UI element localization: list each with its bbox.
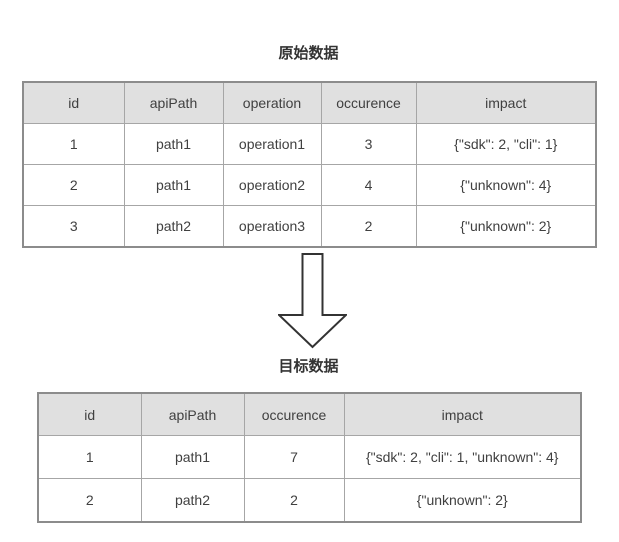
table-cell: operation2 — [222, 164, 322, 206]
table-cell: {"sdk": 2, "cli": 1} — [415, 123, 597, 165]
table-row: 1 path1 operation1 3 {"sdk": 2, "cli": 1… — [22, 123, 597, 165]
table-cell: 2 — [320, 205, 417, 248]
table-cell: operation1 — [222, 123, 322, 165]
table-cell: 2 — [243, 478, 345, 523]
table-cell: path1 — [123, 123, 224, 165]
table-cell: 2 — [22, 164, 125, 206]
table-cell: 1 — [22, 123, 125, 165]
target-header-id: id — [37, 392, 142, 436]
table-cell: path2 — [140, 478, 245, 523]
down-arrow-icon — [276, 253, 349, 349]
source-header-row: id apiPath operation occurence impact — [22, 81, 597, 124]
table-cell: 3 — [320, 123, 417, 165]
source-table-title: 原始数据 — [278, 45, 339, 62]
table-cell: {"unknown": 2} — [343, 478, 582, 523]
target-header-impact: impact — [343, 392, 582, 436]
table-cell: 7 — [243, 435, 345, 479]
target-header-occurence: occurence — [243, 392, 345, 436]
table-cell: path1 — [123, 164, 224, 206]
table-cell: {"unknown": 2} — [415, 205, 597, 248]
table-cell: {"unknown": 4} — [415, 164, 597, 206]
source-header-id: id — [22, 81, 125, 124]
source-header-operation: operation — [222, 81, 322, 124]
table-cell: path1 — [140, 435, 245, 479]
source-header-impact: impact — [415, 81, 597, 124]
table-cell: 4 — [320, 164, 417, 206]
table-cell: path2 — [123, 205, 224, 248]
source-header-apipath: apiPath — [123, 81, 224, 124]
table-cell: operation3 — [222, 205, 322, 248]
target-header-row: id apiPath occurence impact — [37, 392, 582, 436]
table-cell: 3 — [22, 205, 125, 248]
table-cell: 1 — [37, 435, 142, 479]
table-cell: 2 — [37, 478, 142, 523]
target-header-apipath: apiPath — [140, 392, 245, 436]
target-table: id apiPath occurence impact 1 path1 7 {"… — [37, 392, 582, 523]
source-table: id apiPath operation occurence impact 1 … — [22, 81, 597, 248]
table-row: 3 path2 operation3 2 {"unknown": 2} — [22, 205, 597, 248]
table-row: 2 path2 2 {"unknown": 2} — [37, 478, 582, 523]
target-table-title: 目标数据 — [278, 358, 339, 375]
table-cell: {"sdk": 2, "cli": 1, "unknown": 4} — [343, 435, 582, 479]
table-row: 1 path1 7 {"sdk": 2, "cli": 1, "unknown"… — [37, 435, 582, 479]
table-row: 2 path1 operation2 4 {"unknown": 4} — [22, 164, 597, 206]
source-header-occurence: occurence — [320, 81, 417, 124]
